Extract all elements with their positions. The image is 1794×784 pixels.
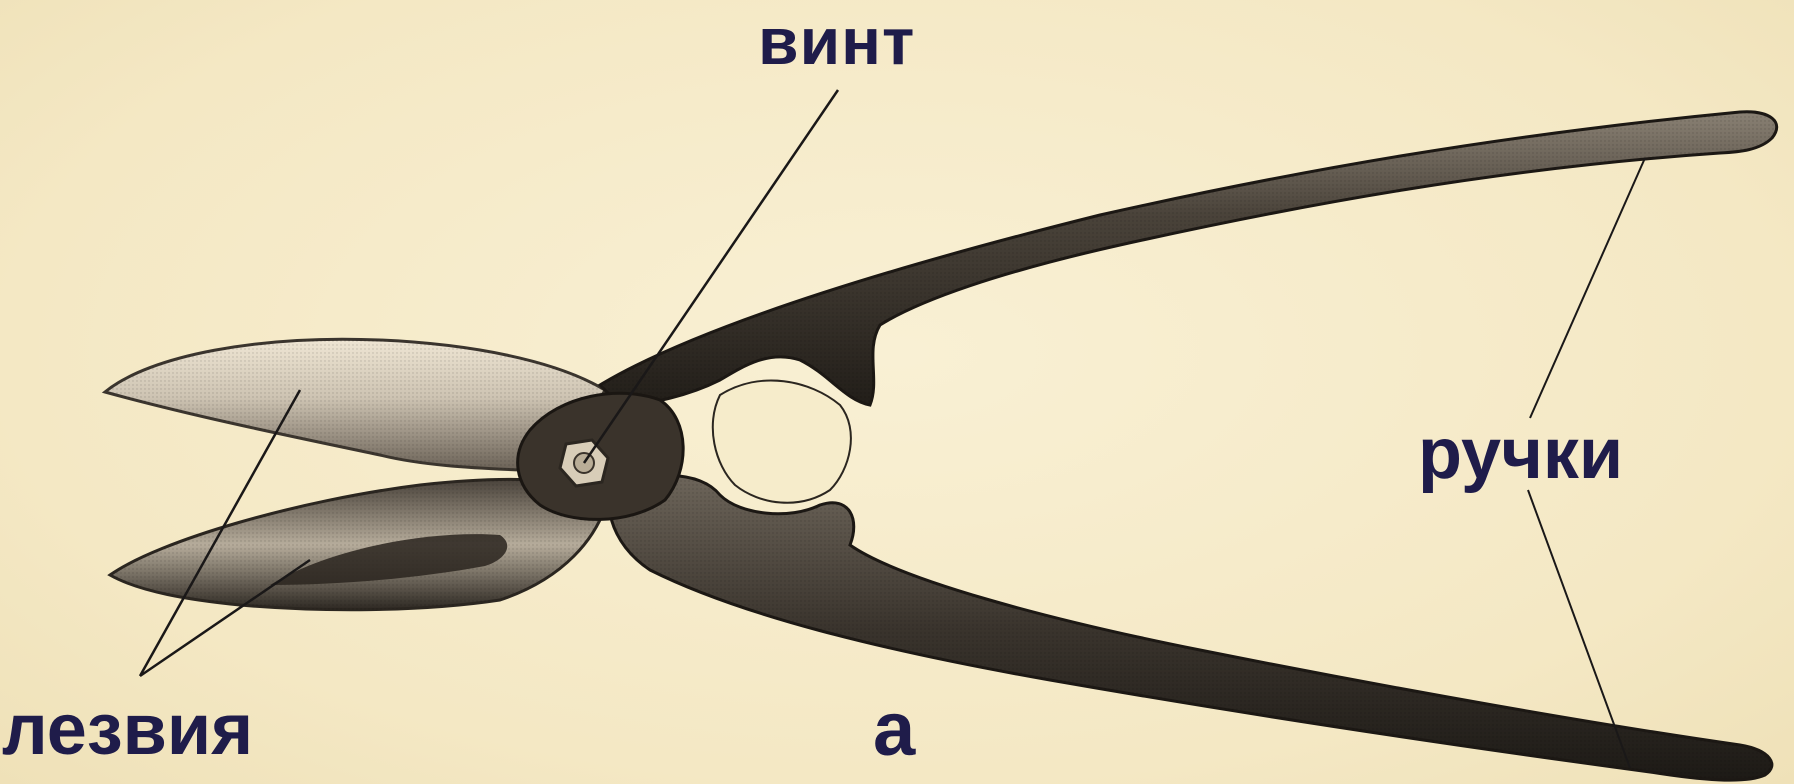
leader-line-handles-upper — [1530, 158, 1645, 418]
figure-letter: а — [873, 692, 915, 768]
jaw-opening — [713, 381, 851, 503]
label-screw: винт — [758, 8, 915, 74]
label-handles: ручки — [1418, 418, 1623, 490]
label-blades: лезвия — [2, 694, 253, 766]
